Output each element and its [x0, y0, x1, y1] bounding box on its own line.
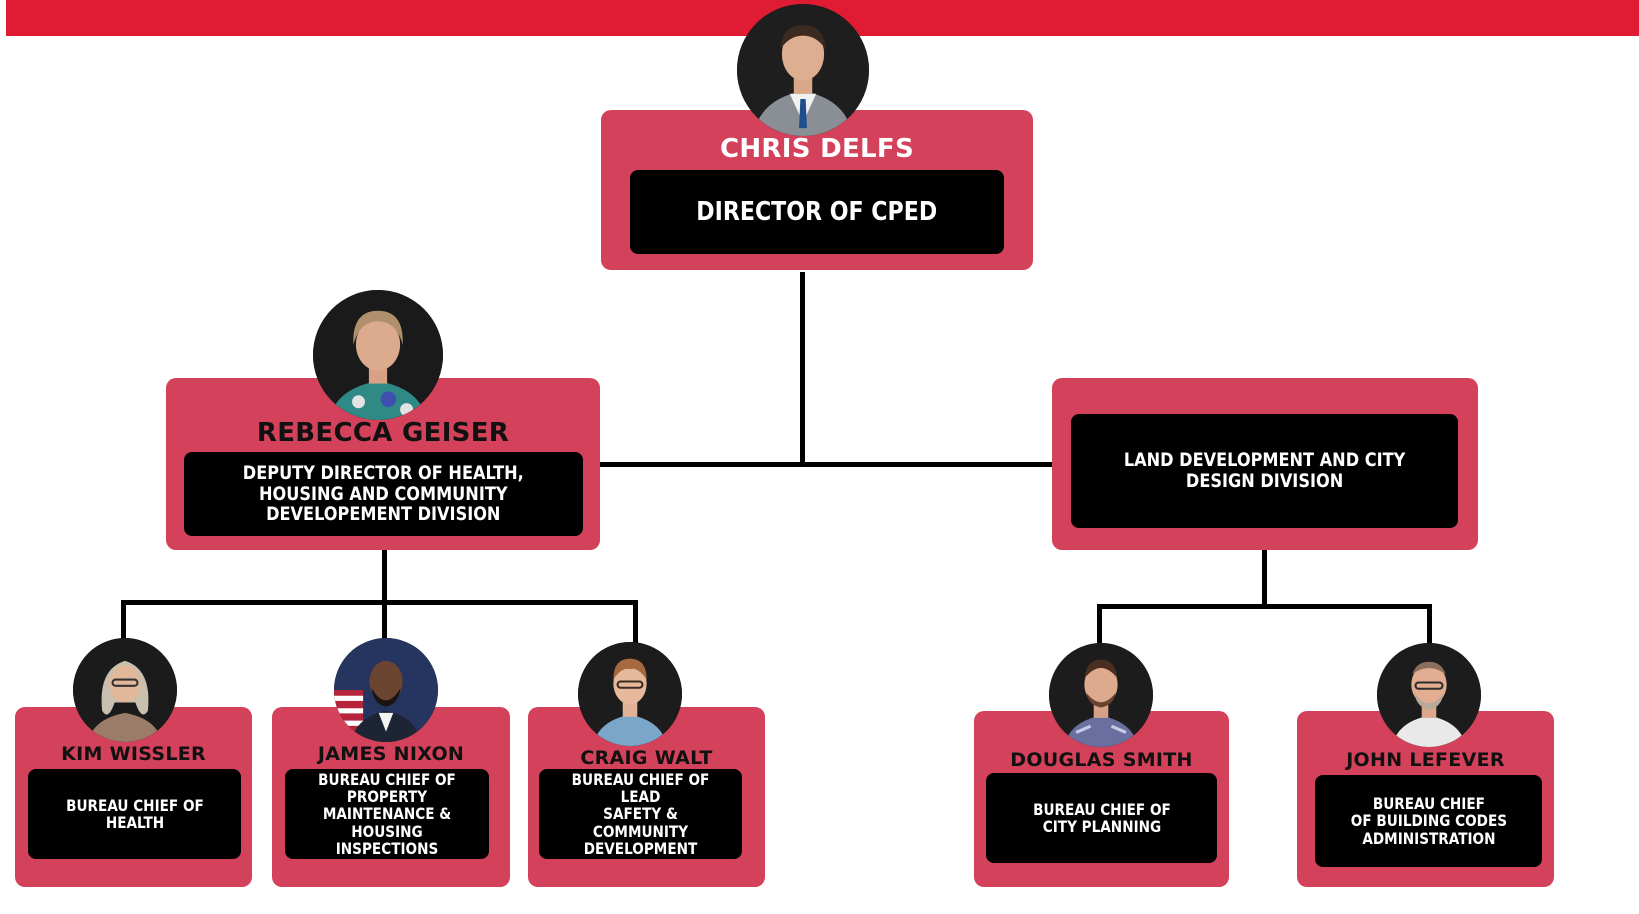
connector-land-drop-2	[1427, 604, 1432, 646]
deputy-avatar	[313, 290, 443, 420]
bureau-chief-title-box: BUREAU CHIEF OF PROPERTY MAINTENANCE & H…	[285, 769, 489, 859]
bureau-chief-avatar	[1377, 643, 1481, 747]
connector-land-drop-1	[1097, 604, 1102, 646]
bureau-chief-name: CRAIG WALT	[580, 747, 713, 769]
bureau-chief-title-box: BUREAU CHIEF OF LEAD SAFETY & COMMUNITY …	[539, 769, 742, 859]
bureau-chief-title: BUREAU CHIEF OF LEAD SAFETY & COMMUNITY …	[571, 769, 710, 858]
connector-land-down	[1262, 550, 1267, 607]
bureau-chief-avatar	[1049, 643, 1153, 747]
bureau-chief-title-box: BUREAU CHIEF OF BUILDING CODES ADMINISTR…	[1315, 775, 1542, 867]
land-division-title-box: LAND DEVELOPMENT AND CITY DESIGN DIVISIO…	[1071, 414, 1458, 528]
bureau-chief-avatar	[578, 642, 682, 746]
director-name: CHRIS DELFS	[719, 134, 914, 164]
connector-division-horizontal	[600, 462, 1052, 467]
deputy-name: REBECCA GEISER	[256, 418, 510, 448]
bureau-chief-title: BUREAU CHIEF OF HEALTH	[65, 795, 204, 832]
connector-land-bus	[1097, 604, 1432, 609]
connector-health-drop-2	[382, 600, 387, 645]
bureau-chief-card: JOHN LEFEVER BUREAU CHIEF OF BUILDING CO…	[1297, 711, 1554, 887]
bureau-chief-title: BUREAU CHIEF OF BUILDING CODES ADMINISTR…	[1350, 794, 1507, 848]
bureau-chief-title-box: BUREAU CHIEF OF CITY PLANNING	[986, 773, 1217, 863]
connector-health-drop-1	[121, 600, 126, 645]
bureau-chief-card: CRAIG WALT BUREAU CHIEF OF LEAD SAFETY &…	[528, 707, 765, 887]
bureau-chief-name: JOHN LEFEVER	[1346, 749, 1505, 771]
bureau-chief-title: BUREAU CHIEF OF CITY PLANNING	[1032, 799, 1171, 836]
director-avatar	[737, 4, 869, 136]
bureau-chief-title: BUREAU CHIEF OF PROPERTY MAINTENANCE & H…	[318, 769, 456, 858]
bureau-chief-avatar	[334, 638, 438, 742]
bureau-chief-title-box: BUREAU CHIEF OF HEALTH	[28, 769, 241, 859]
connector-director-down	[800, 272, 805, 465]
connector-health-drop-3	[633, 600, 638, 645]
land-division-title: LAND DEVELOPMENT AND CITY DESIGN DIVISIO…	[1123, 449, 1406, 492]
deputy-title: DEPUTY DIRECTOR OF HEALTH, HOUSING AND C…	[243, 462, 524, 526]
director-title-box: DIRECTOR OF CPED	[630, 170, 1004, 254]
director-title: DIRECTOR OF CPED	[696, 196, 938, 227]
deputy-title-box: DEPUTY DIRECTOR OF HEALTH, HOUSING AND C…	[184, 452, 583, 536]
bureau-chief-name: JAMES NIXON	[317, 743, 465, 765]
land-division-card: LAND DEVELOPMENT AND CITY DESIGN DIVISIO…	[1052, 378, 1478, 550]
bureau-chief-avatar	[73, 638, 177, 742]
bureau-chief-name: DOUGLAS SMITH	[1010, 749, 1193, 771]
deputy-card: REBECCA GEISER DEPUTY DIRECTOR OF HEALTH…	[166, 378, 600, 550]
connector-deputy-down	[382, 550, 387, 602]
director-card: CHRIS DELFS DIRECTOR OF CPED	[601, 110, 1033, 270]
bureau-chief-name: KIM WISSLER	[61, 743, 206, 765]
connector-health-bus	[121, 600, 638, 605]
